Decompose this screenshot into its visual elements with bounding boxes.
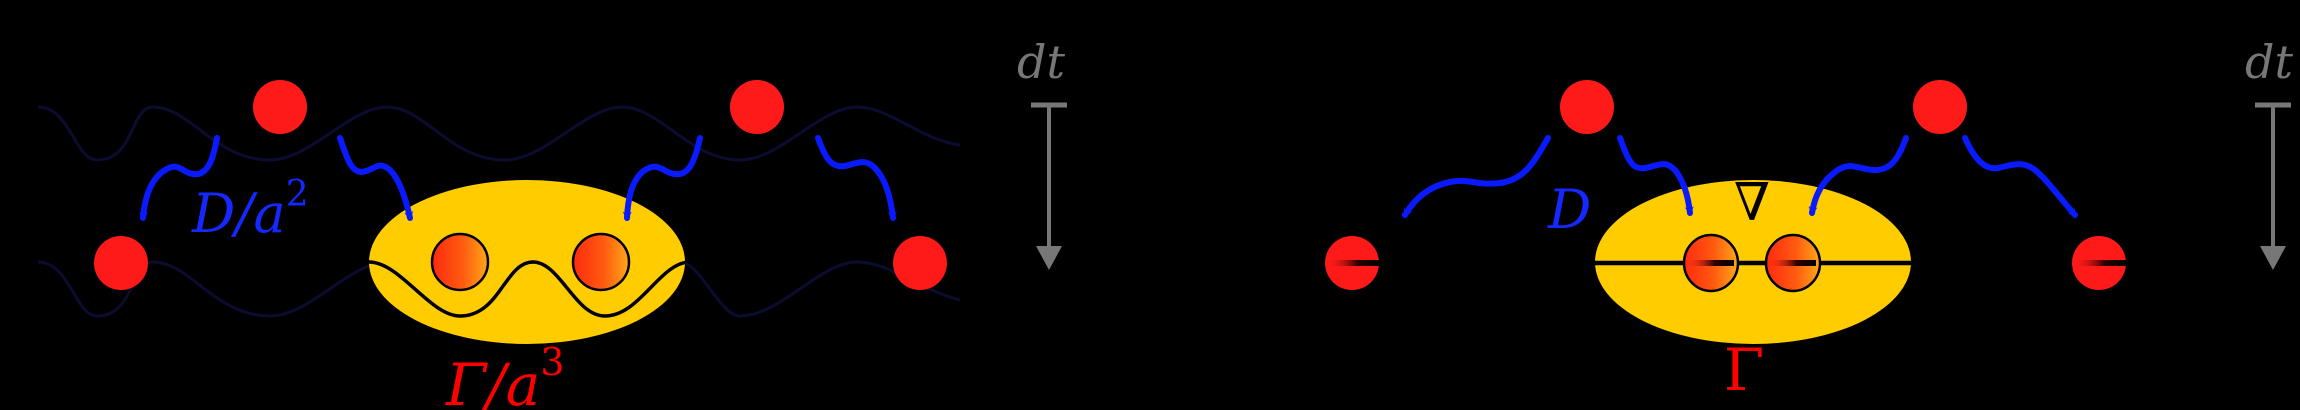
particle-bottom-right [2072,236,2126,290]
time-axis: dt [1017,35,1067,270]
hop-arrow-icon [1617,135,1694,216]
hop-arrow-icon [139,135,220,221]
particle-bottom-left [1325,236,1379,290]
particle-bottom-right [893,236,947,290]
particle-bottom-left [94,236,148,290]
time-label: dt [1017,35,1065,89]
particle-top-right [1913,80,1967,134]
particle-top-right [730,80,784,134]
rate-label: Γ [1724,336,1764,404]
cluster-particle [1764,233,1822,293]
hop-arrow-icon [1402,135,1551,218]
cluster-wave-line [369,260,685,318]
rate-label: Γ/a3 [445,340,565,410]
particle-top-left [1560,80,1614,134]
hop-arrow-icon [337,135,414,221]
hop-arrow-icon [1962,135,2078,218]
particle-top-left [253,80,307,134]
lower-wave-line [37,260,388,318]
diffusion-label: D [1547,178,1591,241]
right-cluster: ∇ [1595,173,1911,344]
time-label: dt [2245,35,2293,89]
diffusion-label: D/a2 [191,174,309,245]
gradient-symbol: ∇ [1734,173,1770,233]
cluster-particle [430,232,490,292]
cluster-particle [571,232,631,292]
hop-arrow-icon [815,135,897,221]
right-panel: ∇ D Γ dt [1325,35,2293,404]
left-panel: D/a2 Γ/a3 dt [37,35,1067,410]
hop-arrow-icon [622,135,703,221]
time-axis: dt [2245,35,2293,270]
cluster-particle [1682,233,1740,293]
hop-arrow-icon [1808,135,1909,216]
upper-wave-line [37,105,961,162]
left-cluster [369,180,685,344]
